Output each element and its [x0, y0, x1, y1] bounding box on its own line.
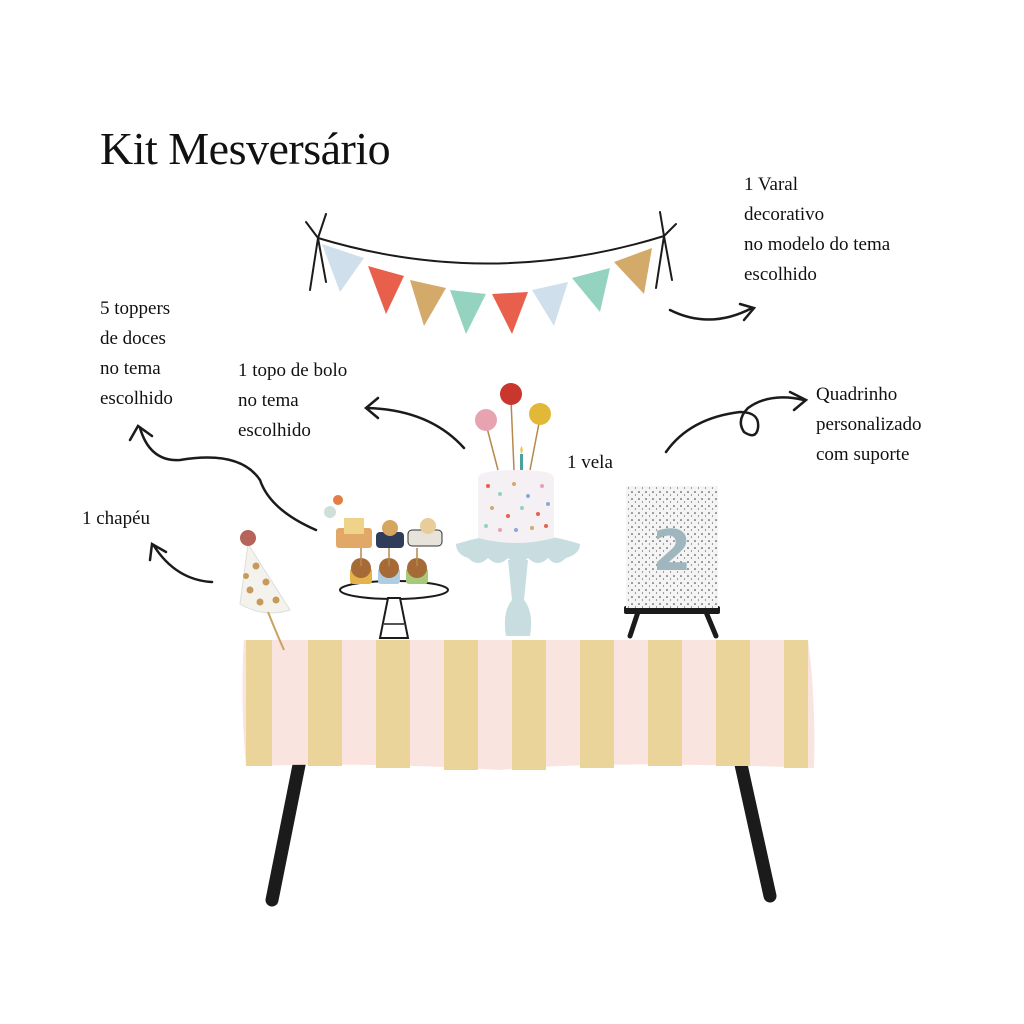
label-quadrinho-line: personalizado [816, 414, 922, 435]
label-topo-bolo-line: escolhido [238, 420, 311, 441]
label-topo-bolo: 1 topo de bolo no tema escolhido [238, 356, 347, 446]
table-leg-left [265, 753, 307, 907]
label-quadrinho-line: com suporte [816, 444, 910, 465]
label-topo-bolo-line: 1 topo de bolo [238, 360, 348, 381]
label-varal-line: 1 Varal [744, 174, 798, 195]
arrow-quadrinho-icon [664, 390, 809, 454]
label-toppers: 5 toppers de doces no tema escolhido [100, 294, 173, 414]
flag-mint [572, 268, 610, 312]
label-quadrinho: Quadrinho personalizado com suporte [816, 380, 922, 470]
flag-light-blue [532, 282, 568, 326]
cake-topper-pompoms [475, 383, 551, 471]
label-chapeu: 1 chapéu [82, 508, 151, 529]
cake-sprinkles [484, 482, 550, 532]
arrow-topo-bolo-icon [364, 396, 466, 450]
flag-light-blue [322, 244, 364, 292]
tablecloth-stripes [246, 640, 808, 770]
cupcake [350, 558, 372, 584]
arrow-chapeu-icon [148, 541, 214, 584]
label-toppers-line: no tema [100, 358, 161, 379]
frame-number: 2 [653, 519, 692, 584]
label-quadrinho-line: Quadrinho [816, 384, 898, 405]
flag-mint [450, 290, 486, 334]
flag-tan [410, 280, 446, 326]
label-toppers-line: de doces [100, 328, 166, 349]
label-varal-line: decorativo [744, 204, 825, 225]
label-varal-line: escolhido [744, 264, 817, 285]
cake [456, 383, 580, 636]
candle-icon [520, 446, 523, 470]
garland-string [317, 235, 665, 265]
table [242, 640, 815, 907]
label-toppers-line: escolhido [100, 388, 173, 409]
page-title: Kit Mesversário [100, 123, 391, 174]
flag-coral [492, 292, 528, 334]
hat-pompom [240, 530, 256, 546]
arrow-toppers-icon [128, 424, 318, 532]
arrows [128, 302, 809, 584]
bow-left-icon [305, 213, 327, 291]
bunting-garland [305, 211, 677, 334]
photo-frame: 2 [624, 486, 720, 639]
cupcake [378, 558, 400, 584]
label-vela: 1 vela [567, 452, 613, 473]
cupcake [406, 558, 428, 584]
topper-cars [324, 495, 443, 566]
flag-coral [368, 266, 404, 314]
party-hat [239, 530, 291, 651]
label-toppers-line: 5 toppers [100, 298, 171, 319]
table-leg-right [733, 753, 777, 903]
label-topo-bolo-line: no tema [238, 390, 299, 411]
label-varal-line: no modelo do tema [744, 234, 891, 255]
arrow-varal-icon [668, 302, 757, 322]
bow-right-icon [655, 211, 677, 289]
flag-tan [614, 248, 652, 294]
label-varal: 1 Varal decorativo no modelo do tema esc… [744, 170, 890, 290]
sweets-stand [324, 495, 449, 639]
